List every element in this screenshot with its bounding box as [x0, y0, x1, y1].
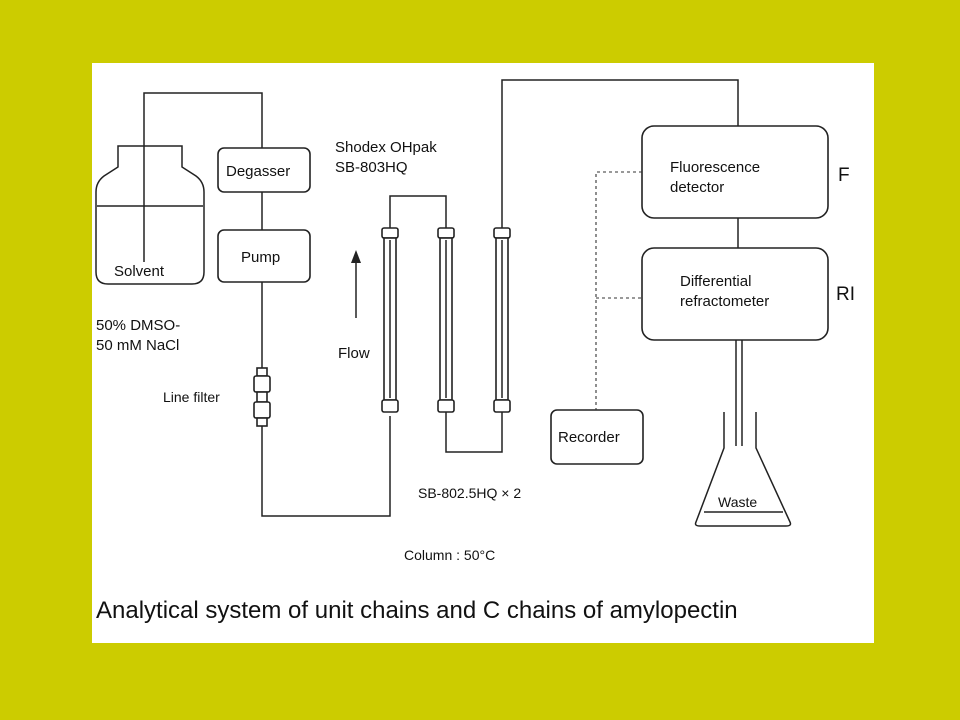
solvent-description-line2: 50 mM NaCl: [96, 337, 179, 354]
column-2: [437, 227, 455, 413]
solvent-label: Solvent: [114, 263, 165, 280]
solvent-tube: [143, 92, 263, 262]
solvent-description-line1: 50% DMSO-: [96, 317, 180, 334]
column-temperature-label: Column : 50°C: [404, 547, 495, 563]
detector-f-label: F: [838, 165, 850, 186]
fluorescence-signal-line: [595, 171, 642, 410]
line-filter: [253, 367, 271, 427]
flow-label: Flow: [338, 345, 370, 362]
solvent-bottle: [95, 145, 205, 285]
detector-ri-label: RI: [836, 284, 855, 305]
fluorescence-label-line1: Fluorescence: [670, 159, 760, 176]
recorder-label: Recorder: [558, 429, 620, 446]
refractometer-label-line1: Differential: [680, 273, 751, 290]
column-3: [493, 227, 511, 413]
refractometer-label-line2: refractometer: [680, 293, 769, 310]
column-2-3-connector: [445, 412, 503, 453]
refractometer-box: [641, 247, 829, 341]
degasser-box: [217, 147, 311, 193]
column-name-line2: SB-803HQ: [335, 159, 408, 176]
waste-label: Waste: [718, 494, 757, 510]
degasser-label: Degasser: [226, 163, 290, 180]
pump-box: [217, 229, 311, 283]
figure-caption: Analytical system of unit chains and C c…: [96, 597, 738, 624]
waste-flask: [694, 412, 792, 527]
column-1-2-connector: [389, 195, 447, 228]
flow-arrow-icon: [351, 250, 361, 263]
recorder-box: [550, 409, 644, 465]
column-secondary-label: SB-802.5HQ × 2: [418, 485, 521, 501]
line-filter-label: Line filter: [163, 389, 220, 405]
filter-column-tube: [261, 416, 391, 517]
column-1: [381, 227, 399, 413]
pump-label: Pump: [241, 249, 280, 266]
column-name-line1: Shodex OHpak: [335, 139, 437, 156]
column-detector-tube: [501, 79, 739, 228]
fluorescence-label-line2: detector: [670, 179, 724, 196]
